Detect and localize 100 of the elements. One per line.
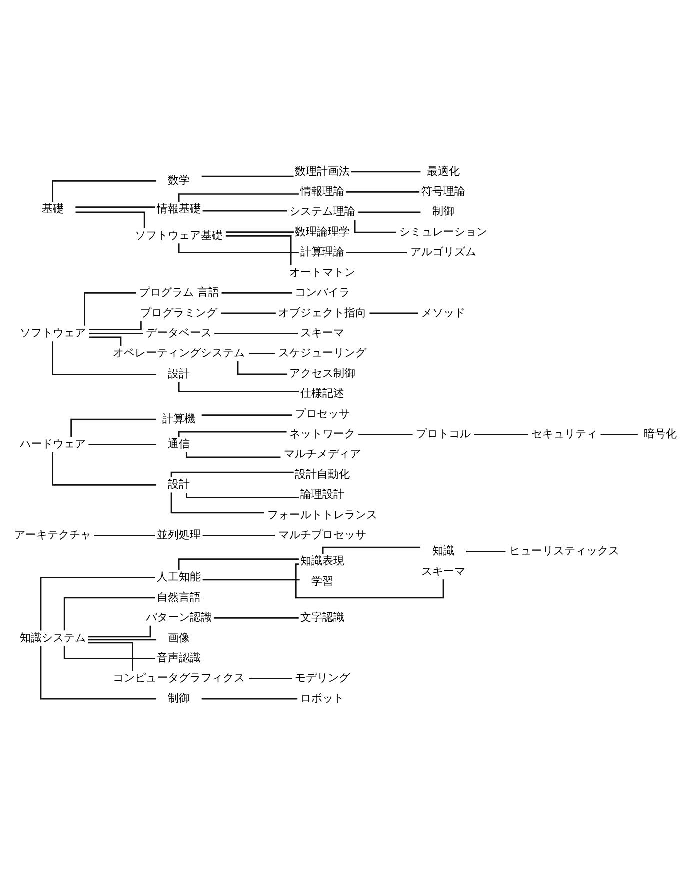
- node-text: フォールトトレランス: [268, 508, 378, 521]
- node-text: 画像: [168, 630, 190, 644]
- connector: [202, 534, 276, 536]
- connector: [474, 433, 528, 435]
- connector: [89, 320, 142, 330]
- node-text: コンパイラ: [295, 286, 350, 299]
- connector: [88, 638, 156, 640]
- node-text: ネットワーク: [290, 427, 356, 440]
- connector: [222, 292, 292, 294]
- node-text: モデリング: [295, 671, 350, 684]
- node-text: 制御: [168, 691, 190, 704]
- connector: [170, 492, 264, 514]
- node-text: 数学: [168, 174, 190, 187]
- node-text: マルチプロセッサ: [278, 528, 367, 542]
- node-text: 知識表現: [300, 554, 345, 568]
- connector: [214, 617, 299, 618]
- node-text: 最適化: [426, 164, 460, 178]
- connector: [88, 625, 152, 638]
- node-text: 符号理論: [421, 184, 466, 198]
- node-text: オペレーティングシステム: [113, 346, 246, 360]
- connector: [221, 312, 276, 314]
- node-text: 基礎: [42, 202, 64, 216]
- node-text: シミュレーション: [399, 224, 488, 238]
- connector: [88, 444, 156, 445]
- node-text: 計算理論: [300, 245, 345, 258]
- node-text: 数理論理学: [295, 224, 350, 238]
- node-text: 音声認識: [157, 651, 202, 664]
- connector: [295, 563, 444, 598]
- node-text: スキーマ: [421, 564, 466, 578]
- node-text: 情報理論: [300, 184, 345, 198]
- connector: [358, 433, 413, 435]
- node-text: 学習: [312, 574, 334, 588]
- connector: [600, 433, 638, 435]
- connector: [186, 492, 299, 498]
- connector: [52, 341, 156, 376]
- connector: [64, 596, 156, 630]
- connector: [249, 352, 276, 354]
- connector: [89, 336, 122, 346]
- connector: [466, 550, 506, 552]
- node-text: プログラミング: [140, 306, 218, 319]
- node-text: 論理設計: [300, 488, 345, 501]
- connector: [202, 210, 288, 212]
- node-text: アルゴリズム: [410, 245, 476, 258]
- connector: [170, 471, 294, 477]
- node-text: アクセス制御: [290, 366, 356, 380]
- connector: [70, 418, 156, 437]
- node-text: 知識システム: [20, 630, 86, 644]
- node-text: 暗号化: [644, 427, 678, 440]
- connector: [202, 578, 300, 580]
- node-text: システム理論: [290, 204, 356, 218]
- connector: [88, 642, 134, 671]
- node-text: コンピュータグラフィクス: [113, 671, 246, 684]
- node-text: メソッド: [421, 306, 466, 319]
- node-text: 文字認識: [300, 610, 345, 624]
- node-text: 仕様記述: [300, 386, 345, 400]
- connector: [202, 175, 294, 177]
- node-text: 設計: [168, 367, 190, 380]
- node-text: プログラム 言語: [138, 286, 220, 299]
- node-text: 計算機: [162, 412, 196, 425]
- node-text: ヒューリスティックス: [509, 544, 620, 558]
- connector: [237, 361, 288, 375]
- connector: [64, 646, 156, 659]
- node-text: 制御: [432, 204, 454, 218]
- connector: [186, 452, 281, 458]
- connector: [226, 231, 294, 232]
- connector: [346, 252, 408, 253]
- node-text: スケジューリング: [278, 346, 367, 360]
- connector: [52, 180, 156, 202]
- connector: [89, 332, 144, 334]
- node-text: 自然言語: [157, 590, 202, 604]
- node-text: オブジェクト指向: [278, 306, 367, 319]
- node-text: 数理計画法: [295, 164, 350, 178]
- node-text: データベース: [146, 326, 212, 339]
- connector: [226, 235, 292, 265]
- node-text: 情報基礎: [157, 202, 202, 216]
- node-text: ロボット: [300, 691, 345, 704]
- node-text: 通信: [168, 437, 190, 450]
- node-text: 設計: [168, 478, 190, 491]
- connector: [40, 646, 156, 700]
- node-text: セキュリティ: [531, 427, 598, 440]
- node-text: プロセッサ: [295, 406, 350, 420]
- node-text: ソフトウェア: [20, 326, 86, 339]
- node-text: 知識: [432, 544, 454, 558]
- node-text: ソフトウェア基礎: [135, 228, 224, 242]
- connector: [76, 211, 146, 228]
- connector: [76, 206, 156, 208]
- connector: [202, 698, 298, 700]
- connector: [202, 414, 292, 416]
- connector: [214, 332, 298, 334]
- connector: [346, 190, 420, 192]
- connector: [178, 430, 287, 436]
- node-text: 設計自動化: [295, 467, 350, 480]
- connector: [358, 211, 421, 213]
- connector: [351, 170, 421, 172]
- connector: [40, 576, 156, 630]
- node-text: プロトコル: [416, 427, 471, 440]
- node-text: 人工知能: [157, 570, 202, 584]
- node-text: オートマトン: [290, 265, 356, 278]
- node-text: ハードウェア: [20, 437, 86, 450]
- connector: [354, 220, 396, 233]
